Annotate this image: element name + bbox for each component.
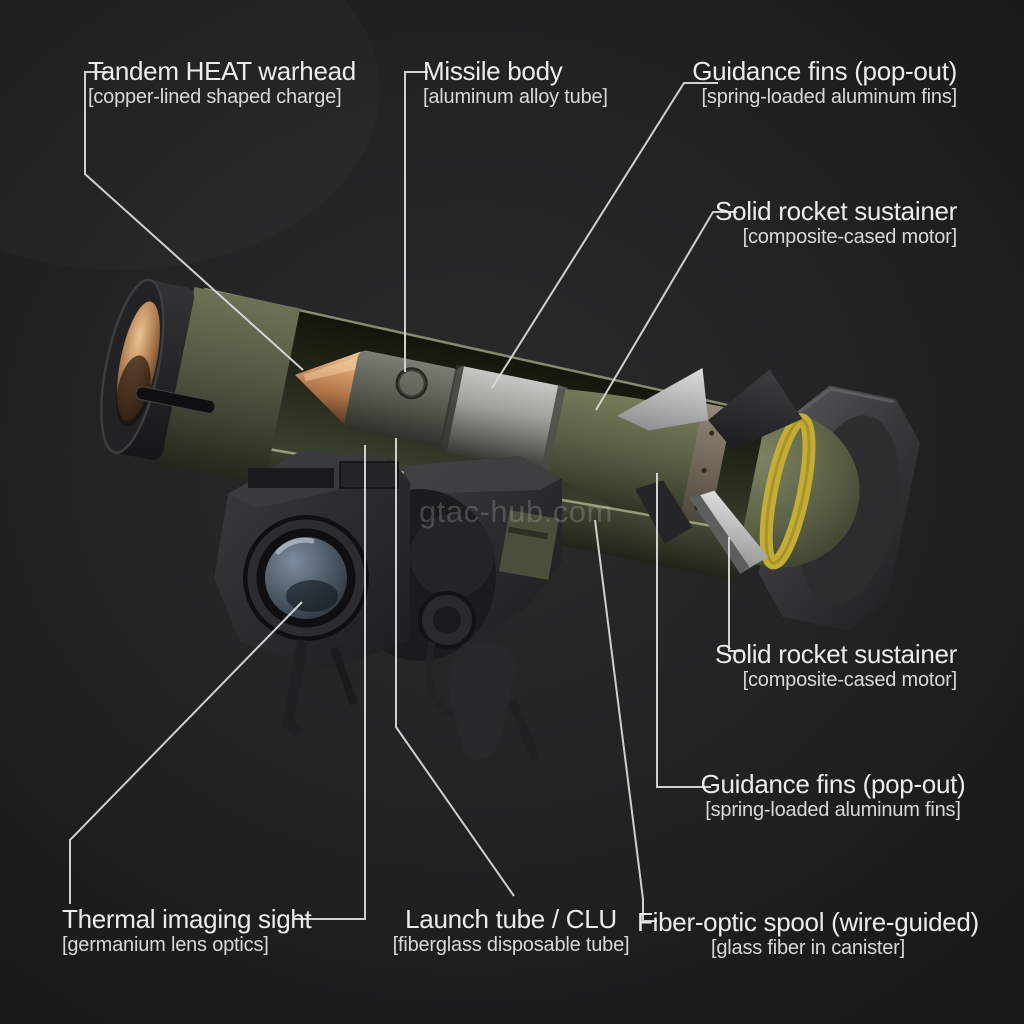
leader-warhead [84, 71, 304, 371]
leader-thermal-sight [69, 601, 303, 904]
callout-fiber-optic: Fiber-optic spool (wire-guided) [glass f… [628, 908, 988, 960]
callout-title: Guidance fins (pop-out) [692, 56, 957, 86]
grip [448, 641, 516, 760]
guidance-fin-upper-left [617, 367, 709, 431]
lens-bezel [247, 519, 365, 637]
body-joint-ring [438, 364, 465, 453]
callout-subtitle: [composite-cased motor] [742, 226, 958, 248]
rear-cap-rim-highlight [794, 387, 894, 417]
missile-body-tube [441, 366, 567, 473]
housing-vent [248, 468, 334, 488]
callout-subtitle: [aluminum alloy tube] [423, 86, 608, 108]
band-rivet [701, 467, 707, 473]
rear-leg [507, 698, 541, 762]
callout-title: Launch tube / CLU [405, 904, 617, 934]
leader-fiber-optic [594, 519, 657, 922]
leader-thermal-sight-right [293, 445, 366, 920]
leader-guidance-fins-top [491, 82, 718, 389]
fin-band [675, 402, 733, 547]
body-seam [540, 385, 568, 474]
callout-title: Solid rocket sustainer [715, 639, 957, 669]
warhead-cone-highlight [303, 356, 358, 382]
watermark: gtac-hub.com [419, 494, 613, 529]
callout-guidance-fins-top: Guidance fins (pop-out) [spring-loaded a… [692, 57, 957, 109]
gimbal-plate [410, 514, 494, 598]
callout-missile-body: Missile body [aluminum alloy tube] [423, 57, 608, 109]
callout-subtitle: [spring-loaded aluminum fins] [701, 86, 958, 108]
callout-subtitle: [glass fiber in canister] [711, 937, 905, 959]
callout-subtitle: [composite-cased motor] [742, 669, 958, 691]
leader-sustainer-top [595, 211, 737, 411]
guidance-section [344, 350, 460, 447]
fin-edge-shade [690, 493, 750, 574]
body-port-ring [395, 367, 428, 400]
callout-title: Tandem HEAT warhead [88, 56, 356, 86]
stock-facet [404, 456, 562, 494]
callout-sustainer-bottom: Solid rocket sustainer [composite-cased … [715, 640, 957, 692]
trigger-guard [425, 641, 455, 718]
callout-warhead: Tandem HEAT warhead [copper-lined shaped… [88, 57, 356, 109]
dome-shadow [116, 355, 151, 427]
callout-subtitle: [copper-lined shaped charge] [88, 86, 342, 108]
leader-guidance-fins-bottom [656, 473, 711, 788]
leader-missile-body [404, 71, 428, 372]
callout-title: Fiber-optic spool (wire-guided) [637, 907, 979, 937]
stock-slot [507, 526, 549, 540]
band-rivet [709, 430, 715, 436]
warhead-cone [294, 351, 362, 426]
callout-launch-tube: Launch tube / CLU [fiberglass disposable… [391, 905, 631, 957]
callout-guidance-fins-bottom: Guidance fins (pop-out) [spring-loaded a… [700, 770, 966, 822]
clu-assembly [214, 450, 562, 762]
callout-sustainer-top: Solid rocket sustainer [composite-cased … [715, 197, 957, 249]
lens-specular [275, 537, 315, 555]
guidance-fin-upper-right [708, 369, 803, 450]
callout-subtitle: [germanium lens optics] [62, 934, 269, 956]
guidance-fin-lower-left [635, 480, 693, 544]
housing-port-box [339, 461, 399, 489]
callout-subtitle: [spring-loaded aluminum fins] [705, 799, 961, 821]
body-port [397, 369, 426, 398]
callout-subtitle: [fiberglass disposable tube] [392, 934, 630, 956]
adjust-knob-center [433, 606, 461, 634]
front-leg [282, 639, 309, 738]
front-leg-strut [330, 646, 358, 706]
callout-title: Guidance fins (pop-out) [700, 769, 966, 799]
bezel-slot [135, 386, 216, 414]
leader-sustainer-bottom [728, 537, 743, 652]
callout-title: Solid rocket sustainer [715, 196, 957, 226]
callout-thermal-sight: Thermal imaging sight [germanium lens op… [62, 904, 312, 957]
leader-launch-tube [395, 438, 515, 897]
callout-title: Thermal imaging sight [62, 904, 312, 934]
yellow-stripe-shade [764, 418, 811, 565]
callout-title: Missile body [423, 56, 563, 86]
